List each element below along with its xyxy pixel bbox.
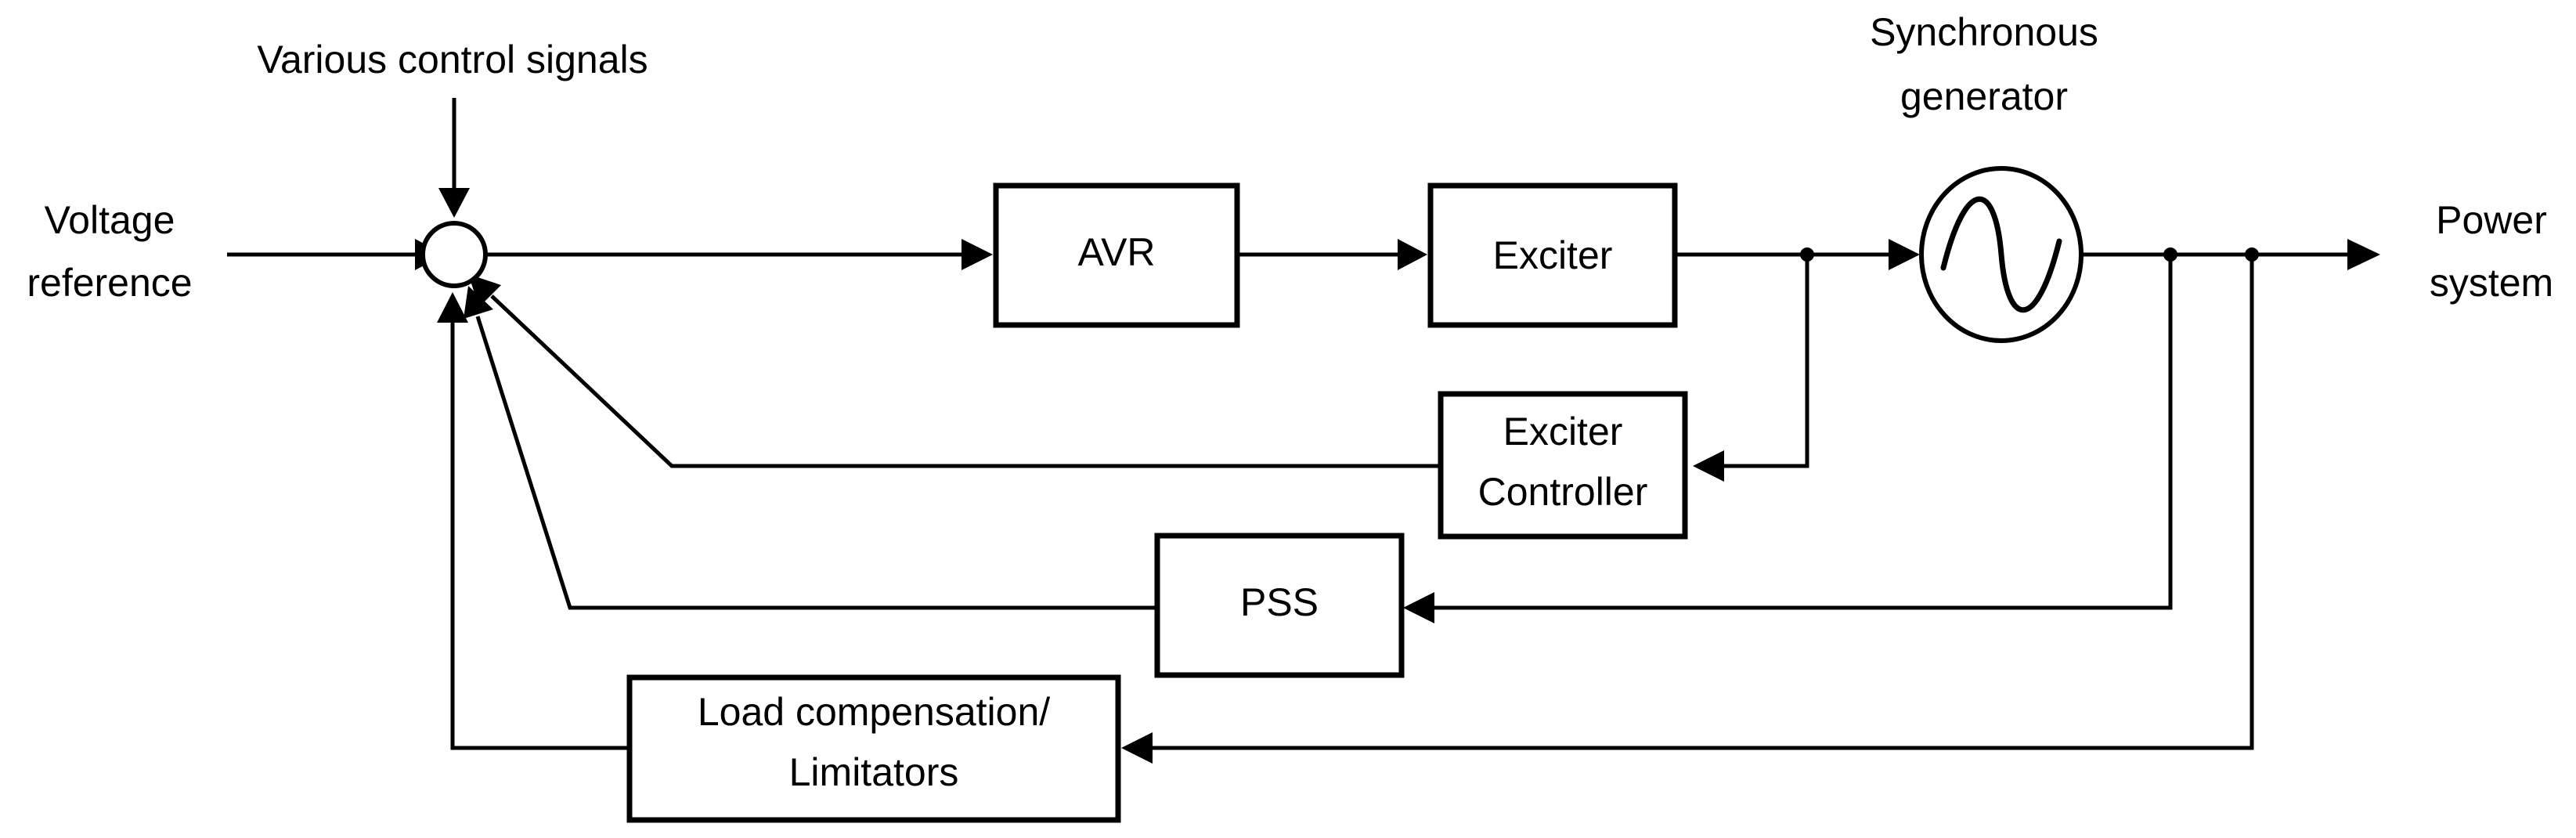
avr-block: [993, 182, 1240, 328]
pss-input-arrow: [1403, 592, 1434, 623]
load-comp-block: [626, 674, 1121, 823]
generator-label-line2: generator: [1900, 74, 2068, 118]
voltage-reference-label-line1: Voltage: [45, 198, 175, 242]
load-comp-output-wire: [450, 323, 630, 750]
exciter-controller-label-line1: Exciter: [1503, 410, 1623, 453]
branch-point-exciter: [1800, 247, 1814, 262]
exciter-controller-block: [1438, 391, 1688, 540]
load-comp-label-line1: Load compensation/: [698, 690, 1050, 734]
branch-point-pss: [2163, 247, 2177, 262]
load-comp-input-arrow: [1121, 732, 1153, 764]
exciter-controller-label-line2: Controller: [1478, 470, 1648, 514]
pss-block: [1154, 533, 1405, 678]
control-signals-arrow: [438, 188, 470, 218]
pss-label: PSS: [1240, 580, 1319, 624]
pss-output-wire: [475, 316, 1157, 610]
voltage-reference-label-line2: reference: [27, 261, 192, 305]
ac-generator-icon: [1919, 166, 2084, 343]
load-comp-feedback-arrow: [437, 292, 468, 323]
avr-input-arrow: [961, 239, 993, 270]
exciter-feedback-wire: [1724, 255, 1809, 468]
avr-label: AVR: [1077, 230, 1155, 274]
load-comp-label-line2: Limitators: [789, 750, 959, 794]
exciter-label: Exciter: [1493, 233, 1613, 277]
power-system-label-line1: Power: [2436, 198, 2547, 242]
power-system-label-line2: system: [2430, 261, 2553, 305]
exciter-controller-input-arrow: [1693, 450, 1724, 482]
exciter-input-arrow: [1398, 239, 1427, 270]
pss-feedback-wire: [1434, 255, 2173, 610]
power-system-arrow: [2347, 239, 2380, 270]
generator-label-line1: Synchronous: [1870, 10, 2098, 54]
pss-feedback-arrow: [464, 286, 493, 319]
branch-point-load-comp: [2245, 247, 2259, 262]
control-signals-label: Various control signals: [257, 38, 648, 81]
summing-junction-icon: [420, 221, 488, 288]
exciter-block: [1427, 182, 1678, 328]
exciter-controller-output-wire: [490, 294, 1441, 468]
load-comp-feedback-wire: [1153, 255, 2254, 750]
generator-input-arrow: [1889, 239, 1920, 270]
